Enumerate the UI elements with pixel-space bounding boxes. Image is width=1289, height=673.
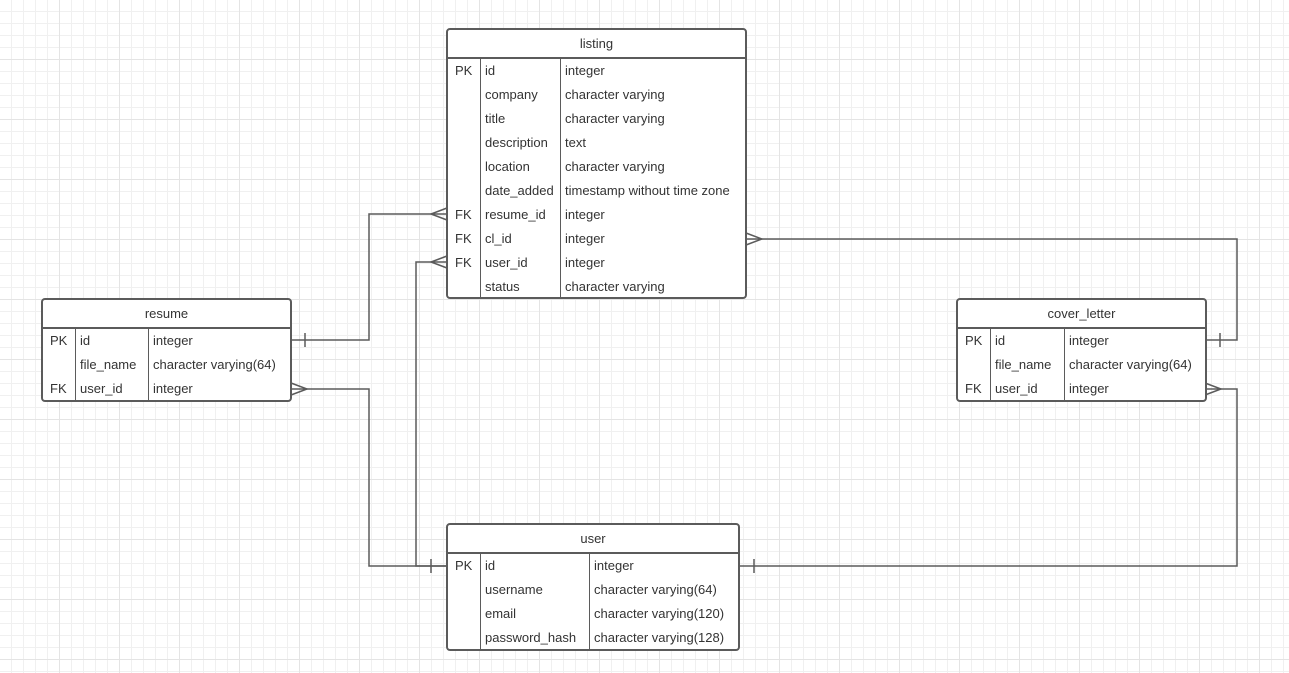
field-type-cell: character varying	[565, 159, 665, 174]
field-row-location[interactable]: location character varying	[448, 155, 745, 179]
field-name-cell: password_hash	[481, 626, 590, 649]
key-cell: FK	[958, 377, 991, 400]
field-name-cell: file_name	[76, 353, 149, 377]
field-name-cell: resume_id	[481, 203, 561, 227]
field-type-cell: text	[565, 135, 586, 150]
field-type-cell: integer	[1069, 381, 1109, 396]
field-row-file-name[interactable]: file_name character varying(64)	[43, 353, 290, 377]
field-type-cell: integer	[153, 381, 193, 396]
field-row-username[interactable]: username character varying(64)	[448, 578, 738, 602]
key-cell	[43, 353, 76, 377]
field-type-cell: integer	[565, 207, 605, 222]
field-type-cell: timestamp without time zone	[565, 183, 730, 198]
field-name-cell: id	[481, 554, 590, 578]
field-type-cell: character varying(120)	[594, 606, 725, 621]
field-type-cell: integer	[594, 558, 634, 573]
key-cell	[448, 578, 481, 602]
field-name-cell: user_id	[991, 377, 1065, 400]
field-name-cell: status	[481, 275, 561, 297]
field-name-cell: file_name	[991, 353, 1065, 377]
key-cell: FK	[448, 251, 481, 275]
field-type-cell: character varying(128)	[594, 630, 725, 645]
field-row-company[interactable]: company character varying	[448, 83, 745, 107]
key-cell	[448, 179, 481, 203]
key-cell	[448, 155, 481, 179]
field-name-cell: cl_id	[481, 227, 561, 251]
field-row-password-hash[interactable]: password_hash character varying(128)	[448, 626, 738, 649]
entity-title: user	[448, 525, 738, 554]
field-name-cell: location	[481, 155, 561, 179]
field-type-cell: character varying(64)	[594, 582, 717, 597]
key-cell: PK	[958, 329, 991, 353]
key-cell	[448, 275, 481, 297]
field-row-description[interactable]: description text	[448, 131, 745, 155]
field-type-cell: integer	[153, 333, 193, 348]
field-row-status[interactable]: status character varying	[448, 275, 745, 297]
field-name-cell: description	[481, 131, 561, 155]
key-cell: PK	[448, 59, 481, 83]
field-name-cell: company	[481, 83, 561, 107]
key-cell: FK	[448, 203, 481, 227]
connector-coverletter-listing[interactable]	[745, 232, 1238, 347]
field-name-cell: id	[481, 59, 561, 83]
field-type-cell: integer	[565, 255, 605, 270]
field-name-cell: user_id	[76, 377, 149, 400]
field-name-cell: id	[76, 329, 149, 353]
field-type-cell: character varying(64)	[1069, 357, 1192, 372]
field-name-cell: user_id	[481, 251, 561, 275]
key-cell	[448, 83, 481, 107]
field-type-cell: character varying	[565, 87, 665, 102]
key-cell	[448, 626, 481, 649]
key-cell: PK	[448, 554, 481, 578]
field-name-cell: email	[481, 602, 590, 626]
entity-title: listing	[448, 30, 745, 59]
field-type-cell: integer	[565, 63, 605, 78]
field-row-title[interactable]: title character varying	[448, 107, 745, 131]
field-name-cell: title	[481, 107, 561, 131]
field-type-cell: character varying(64)	[153, 357, 276, 372]
field-type-cell: integer	[565, 231, 605, 246]
connector-user-coverletter[interactable]	[739, 382, 1238, 573]
field-type-cell: character varying	[565, 111, 665, 126]
key-cell: PK	[43, 329, 76, 353]
connector-user-listing[interactable]	[415, 255, 448, 573]
key-cell	[448, 131, 481, 155]
key-cell: FK	[43, 377, 76, 400]
entity-title: resume	[43, 300, 290, 329]
field-type-cell: character varying	[565, 279, 665, 294]
field-name-cell: id	[991, 329, 1065, 353]
field-row-date-added[interactable]: date_added timestamp without time zone	[448, 179, 745, 203]
field-name-cell: date_added	[481, 179, 561, 203]
connector-user-resume[interactable]	[290, 382, 447, 567]
field-row-file-name[interactable]: file_name character varying(64)	[958, 353, 1205, 377]
connector-resume-listing[interactable]	[291, 207, 448, 347]
key-cell	[448, 107, 481, 131]
key-cell	[958, 353, 991, 377]
field-name-cell: username	[481, 578, 590, 602]
key-cell	[448, 602, 481, 626]
field-type-cell: integer	[1069, 333, 1109, 348]
entity-title: cover_letter	[958, 300, 1205, 329]
key-cell: FK	[448, 227, 481, 251]
field-row-email[interactable]: email character varying(120)	[448, 602, 738, 626]
